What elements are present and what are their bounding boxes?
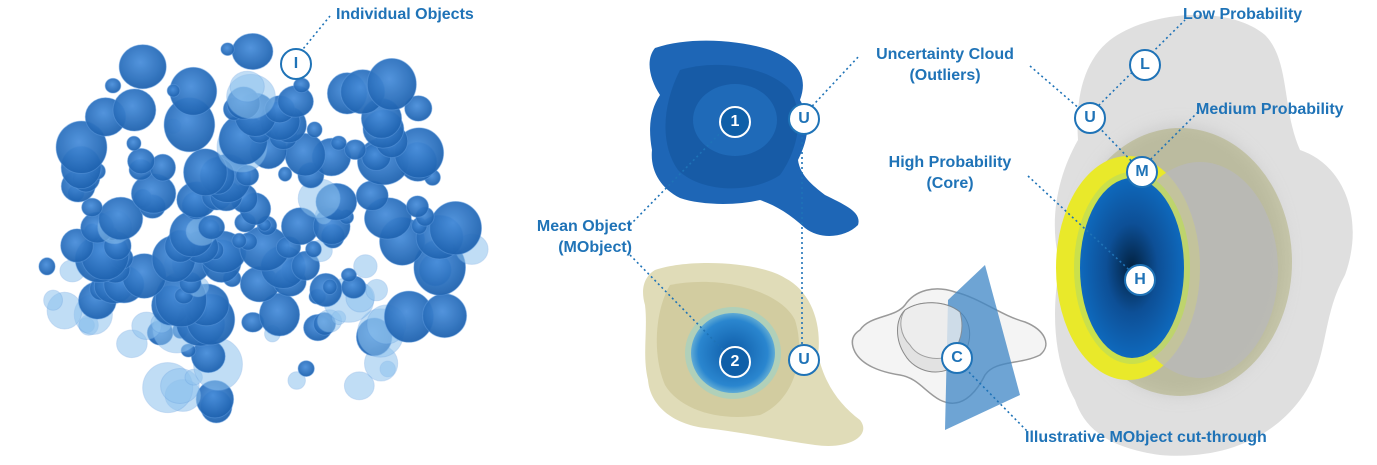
object-blob [422, 293, 468, 339]
object-blob [127, 148, 156, 175]
object-blob [344, 139, 367, 161]
marker-h: H [1124, 264, 1156, 296]
object-blob [340, 267, 357, 283]
object-blob [406, 195, 429, 218]
marker-m: M [1126, 156, 1158, 188]
marker-i: I [280, 48, 312, 80]
object-blob [365, 278, 389, 302]
object-blob [231, 33, 274, 70]
object-blob [330, 135, 347, 151]
leader-medium [1139, 109, 1201, 171]
marker-l: L [1129, 49, 1161, 81]
marker-u-bottom: U [788, 344, 820, 376]
object-blob [322, 278, 338, 295]
object-blob [126, 135, 142, 152]
leader-lines [293, 15, 1201, 433]
object-blob [197, 214, 226, 240]
object-blob [220, 42, 235, 57]
object-blob [229, 70, 265, 103]
label-cutthrough: Illustrative MObject cut-through [1025, 429, 1267, 446]
leader-high [1027, 175, 1139, 279]
object-blob [343, 371, 375, 401]
object-blob [81, 197, 103, 218]
object-blob [183, 148, 228, 197]
label-uncertainty-cloud: Uncertainty Cloud (Outliers) [876, 46, 1014, 84]
object-blob [98, 196, 144, 241]
label-individual-objects: Individual Objects [336, 6, 474, 23]
marker-1: 1 [719, 106, 751, 138]
leader-uncertainty [801, 54, 861, 118]
object-blob [55, 120, 108, 175]
leader-cut [954, 357, 1029, 433]
object-blob [353, 254, 378, 279]
label-mean-object: Mean Object (MObject) [536, 218, 632, 256]
label-high-probability: High Probability (Core) [888, 154, 1012, 192]
object-blob [112, 88, 157, 132]
object-blob [306, 121, 323, 138]
object-blob [118, 44, 167, 90]
label-low-probability: Low Probability [1183, 6, 1303, 23]
object-blob [166, 83, 181, 98]
object-blob [305, 240, 322, 258]
probability-bands-render [1054, 14, 1353, 456]
marker-u-top: U [788, 103, 820, 135]
object-blob [104, 77, 122, 94]
object-blob [38, 257, 56, 276]
object-blob [355, 180, 389, 211]
object-blob [43, 289, 63, 311]
marker-c: C [941, 342, 973, 374]
object-blob [297, 360, 315, 378]
object-blob [293, 77, 311, 94]
object-blob [404, 95, 433, 122]
object-blob [366, 57, 417, 111]
label-medium-probability: Medium Probability [1196, 101, 1344, 118]
object-blob [429, 201, 483, 256]
mean-object-2-render [643, 263, 864, 446]
marker-2: 2 [719, 346, 751, 378]
object-blob [287, 371, 306, 390]
mean-object-1-render [649, 40, 859, 236]
marker-u-right: U [1074, 102, 1106, 134]
individual-objects-cluster [38, 33, 489, 424]
object-blob [231, 232, 247, 249]
object-blob [277, 166, 293, 182]
